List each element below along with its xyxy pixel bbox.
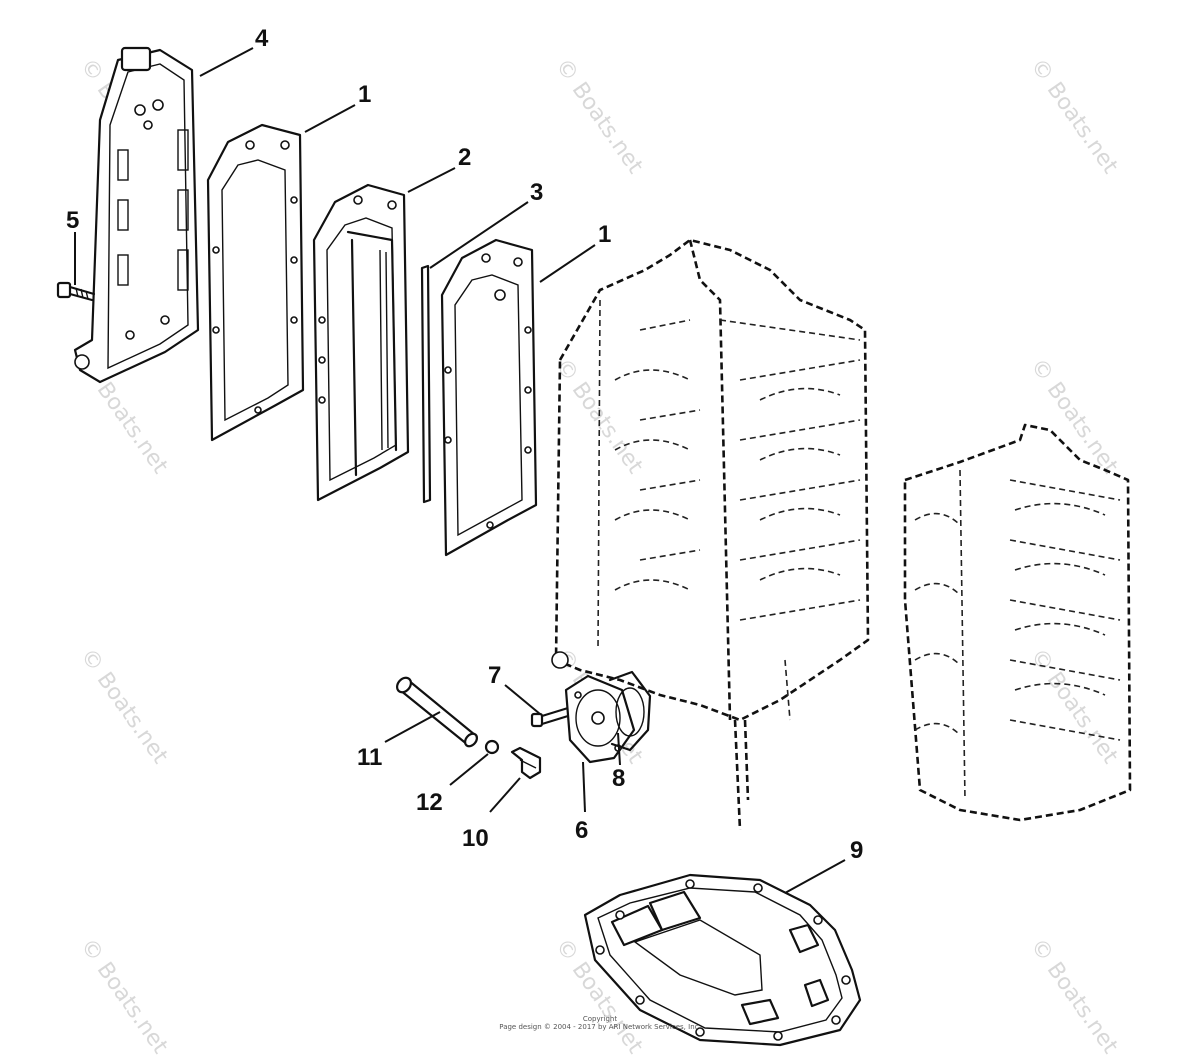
- watermark: © Boats.net: [1025, 934, 1123, 1056]
- part-4-cover-plate: [73, 46, 200, 384]
- watermark: © Boats.net: [75, 644, 173, 769]
- copyright-notice: Copyright Page design © 2004 - 2017 by A…: [0, 1015, 1200, 1031]
- part-10-elbow-fitting: [510, 746, 542, 780]
- callout-7: 7: [488, 662, 501, 689]
- leader-lines: [74, 47, 846, 894]
- callout-6: 6: [575, 817, 588, 844]
- callout-1-upper: 1: [358, 81, 371, 108]
- callout-labels: 4 1 2 3 1 5 7 11 12 10 6 8 9: [66, 25, 863, 864]
- part-1-gasket-lower: [440, 238, 538, 557]
- callout-8: 8: [612, 765, 625, 792]
- callout-1-lower: 1: [598, 221, 611, 248]
- part-2-adaptor-plate: [312, 183, 410, 502]
- watermark: © Boats.net: [550, 54, 648, 179]
- callout-9: 9: [850, 837, 863, 864]
- part-6-pump-body: [564, 674, 636, 764]
- callout-3: 3: [530, 179, 543, 206]
- part-5-bolt: [56, 281, 96, 302]
- cover-ribs: [117, 99, 189, 340]
- callout-5: 5: [66, 207, 79, 234]
- callout-11: 11: [357, 744, 382, 771]
- copyright-line-2: Page design © 2004 - 2017 by ARI Network…: [499, 1023, 701, 1031]
- part-8-pump-gasket: [608, 670, 652, 752]
- callout-12: 12: [416, 789, 443, 816]
- part-9-base-gasket: [583, 873, 862, 1047]
- callout-10: 10: [462, 825, 489, 852]
- copyright-line-1: Copyright: [582, 1015, 618, 1023]
- watermark: © Boats.net: [75, 934, 173, 1056]
- watermark: © Boats.net: [1025, 644, 1123, 769]
- watermark: © Boats.net: [1025, 54, 1123, 179]
- part-1-gasket-upper: [206, 123, 305, 442]
- part-12-clamp: [484, 739, 500, 755]
- part-11-hose: [396, 676, 479, 748]
- engine-block-phantom: [551, 238, 870, 831]
- part-3-seal-strip: [420, 264, 432, 504]
- watermark: © Boats.net: [1025, 354, 1123, 479]
- callout-4: 4: [255, 25, 269, 52]
- callout-2: 2: [458, 144, 471, 171]
- crankcase-cover-phantom: [903, 423, 1132, 822]
- part-7-screw: [530, 706, 570, 728]
